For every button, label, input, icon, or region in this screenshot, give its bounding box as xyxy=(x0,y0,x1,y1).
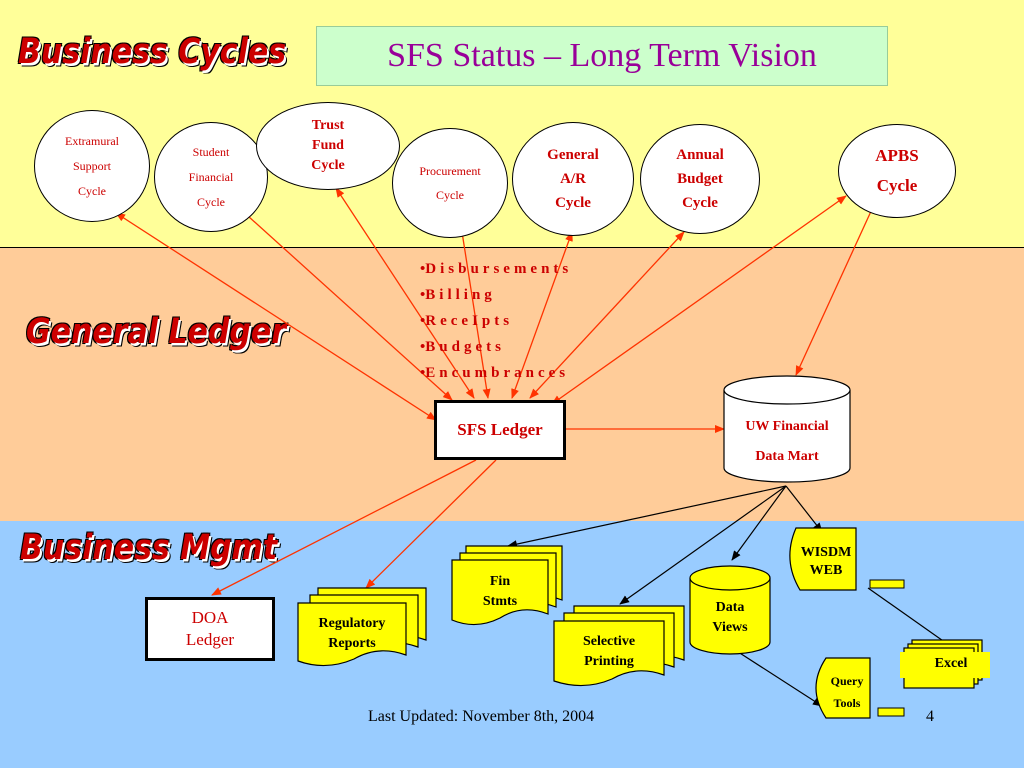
query-tools-shape xyxy=(815,657,871,719)
activity-receipts: ReceIpts xyxy=(420,308,572,334)
extramural-support-cycle: Extramural Support Cycle xyxy=(34,110,150,222)
procurement-cycle: Procurement Cycle xyxy=(392,128,508,238)
query-tools-label: Query Tools xyxy=(830,674,864,710)
activity-disbursements: Disbursements xyxy=(420,256,572,282)
arrow-datamart-selective xyxy=(619,485,787,605)
apbs-cycle: APBS Cycle xyxy=(838,124,956,218)
selective-printing-label: Selective Printing xyxy=(582,634,636,669)
arrow-apbs-datamart xyxy=(795,195,879,376)
arrow-datamart-dataviews xyxy=(731,485,787,561)
ledger-activities-list: Disbursements Billing ReceIpts Budgets E… xyxy=(420,256,572,386)
section-title-business-cycles: Business Cycles xyxy=(18,32,287,73)
last-updated-text: Last Updated: November 8th, 2004 xyxy=(368,708,595,725)
slide-title: SFS Status – Long Term Vision xyxy=(316,26,888,86)
general-ar-cycle: General A/R Cycle xyxy=(512,122,634,236)
student-financial-cycle: Student Financial Cycle xyxy=(154,122,268,232)
uw-financial-data-mart: UW Financial Data Mart xyxy=(745,419,829,464)
data-views-label: Data Views xyxy=(712,600,748,635)
arrow-dataviews-query xyxy=(731,647,823,707)
section-title-business-mgmt: Business Mgmt xyxy=(20,528,278,569)
fin-stmts-label: Fin Stmts xyxy=(482,574,518,609)
arrow-apbs-sfs xyxy=(551,195,847,405)
fin-stmts-docs xyxy=(451,545,563,626)
regulatory-reports-docs xyxy=(297,587,427,667)
page-number: 4 xyxy=(926,708,934,725)
data-views-cylinder xyxy=(689,565,771,655)
sfs-ledger-box: SFS Ledger xyxy=(434,400,566,460)
annual-budget-cycle: Annual Budget Cycle xyxy=(640,124,760,234)
wisdm-web-label: WISDM WEB xyxy=(800,545,852,578)
arrow-datamart-finstmts xyxy=(507,485,787,549)
wisdm-connector-rect xyxy=(869,579,905,589)
activity-billing: Billing xyxy=(420,282,572,308)
activity-encumbrances: Encumbrances xyxy=(420,360,572,386)
arrow-sfs-regulatory xyxy=(365,459,497,589)
arrow-sfs-doa xyxy=(211,459,477,596)
regulatory-reports-label: Regulatory Reports xyxy=(318,616,386,651)
trust-fund-cycle: Trust Fund Cycle xyxy=(256,102,400,190)
excel-label: Excel xyxy=(934,656,968,671)
arrow-datamart-wisdm xyxy=(785,485,823,533)
excel-stack xyxy=(900,639,990,689)
wisdm-web-shape xyxy=(789,527,857,591)
selective-printing-docs xyxy=(553,605,685,687)
data-mart-cylinder xyxy=(723,375,851,483)
query-connector-rect xyxy=(877,707,905,717)
doa-ledger-box: DOA Ledger xyxy=(145,597,275,661)
activity-budgets: Budgets xyxy=(420,334,572,360)
